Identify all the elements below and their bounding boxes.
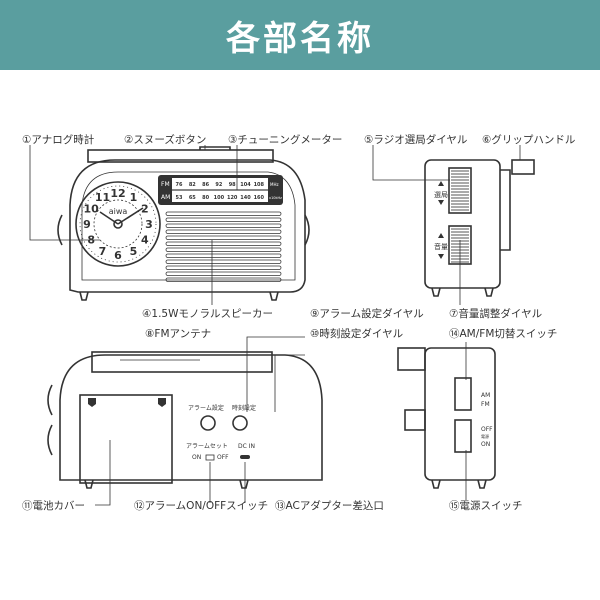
speaker-grille-slot: [165, 229, 282, 234]
label-alarm-switch: ⑫アラームON/OFFスイッチ: [134, 500, 269, 512]
label-tuning-meter: ③チューニングメーター: [228, 134, 343, 146]
analog-clock: [75, 181, 161, 267]
label-power-switch: ⑮電源スイッチ: [449, 500, 523, 512]
clock-brand: aiwa: [109, 207, 128, 216]
on-marking: ON: [481, 441, 490, 448]
back-view: アラーム設定 時刻設定 アラームセット ON OFF DC IN: [47, 351, 323, 489]
side-view-top: 選局 音量: [424, 159, 535, 297]
label-ac-adapter-port: ⑬ACアダプター差込口: [275, 500, 384, 512]
fm-scale-tick: 86: [202, 182, 209, 188]
label-grip-handle: ⑥グリップハンドル: [482, 134, 576, 146]
page-title: 各部名称: [226, 18, 374, 59]
alarm-switch-marking: アラームセット: [186, 443, 228, 450]
speaker-grille-slot: [165, 211, 282, 216]
clock-number: 4: [141, 234, 149, 247]
tuning-dial[interactable]: [448, 167, 472, 214]
am-scale-tick: 53: [176, 195, 183, 201]
clock-number: 12: [110, 187, 125, 200]
tune-marking: 選局: [434, 190, 448, 199]
time-set-marking: 時刻設定: [232, 404, 256, 412]
clock-number: 11: [95, 191, 110, 204]
speaker-grille-slot: [165, 265, 282, 270]
alarm-switch[interactable]: [205, 454, 215, 461]
clock-number: 3: [145, 218, 153, 231]
dc-in-port: [240, 455, 250, 459]
fm-scale-tick: 98: [229, 182, 236, 188]
header-banner: 各部名称: [0, 0, 600, 70]
clock-number: 9: [83, 218, 91, 231]
speaker-grille-slot: [165, 271, 282, 276]
volume-marking: 音量: [434, 242, 448, 251]
alarm-set-dial[interactable]: [200, 415, 216, 431]
fm-scale-tick: 76: [176, 182, 183, 188]
am-fm-switch[interactable]: [454, 377, 472, 411]
am-scale-tick: 160: [254, 195, 265, 201]
fm-scale-tick: 104: [240, 182, 251, 188]
label-am-fm-switch: ⑭AM/FM切替スイッチ: [449, 328, 558, 340]
meter-am-label: AM: [161, 194, 170, 201]
speaker-grille-slot: [165, 247, 282, 252]
am-scale-tick: 120: [227, 195, 238, 201]
fm-marking: FM: [481, 401, 490, 408]
label-fm-antenna: ⑧FMアンテナ: [145, 328, 212, 340]
label-alarm-dial: ⑨アラーム設定ダイヤル: [310, 308, 424, 320]
speaker-grille-slot: [165, 259, 282, 264]
label-battery-cover: ⑪電池カバー: [22, 500, 85, 512]
label-analog-clock: ①アナログ時計: [22, 134, 95, 146]
clock-number: 6: [114, 249, 122, 262]
clock-number: 7: [99, 245, 107, 258]
meter-fm-unit: MHz: [270, 182, 279, 187]
fm-scale-tick: 108: [254, 182, 265, 188]
speaker-grille-slot: [165, 235, 282, 240]
speaker-grille-slot: [165, 223, 282, 228]
dc-in-marking: DC IN: [238, 443, 255, 450]
alarm-on-marking: ON: [192, 454, 201, 461]
grip-handle[interactable]: [511, 159, 535, 175]
alarm-off-marking: OFF: [217, 454, 229, 461]
am-scale-tick: 80: [202, 195, 209, 201]
power-marking: 電源: [481, 433, 489, 439]
clock-number: 2: [141, 203, 149, 216]
am-scale-tick: 65: [189, 195, 196, 201]
time-set-dial[interactable]: [232, 415, 248, 431]
side-view-bottom: AM FM OFF 電源 ON: [397, 347, 496, 489]
fm-scale-tick: 92: [215, 182, 222, 188]
am-scale-tick: 140: [240, 195, 251, 201]
speaker-grille-slot: [165, 277, 282, 282]
clock-number: 1: [130, 191, 138, 204]
label-time-dial: ⑩時刻設定ダイヤル: [310, 328, 404, 340]
off-marking: OFF: [481, 426, 493, 433]
speaker-grille-slot: [165, 217, 282, 222]
label-speaker: ④1.5Wモノラルスピーカー: [142, 308, 273, 320]
label-snooze-button: ②スヌーズボタン: [124, 134, 207, 146]
leader-lines: [29, 145, 521, 506]
am-marking: AM: [481, 392, 490, 399]
am-scale-tick: 100: [214, 195, 225, 201]
meter-fm-label: FM: [161, 181, 170, 188]
speaker-grille-slot: [165, 241, 282, 246]
power-switch[interactable]: [454, 419, 472, 453]
label-volume-dial: ⑦音量調整ダイヤル: [449, 308, 543, 320]
battery-cover[interactable]: [79, 394, 173, 484]
meter-am-unit: x10kHz: [269, 196, 282, 200]
alarm-set-marking: アラーム設定: [188, 404, 224, 412]
speaker-grille-slot: [165, 253, 282, 258]
fm-scale-tick: 82: [189, 182, 196, 188]
snooze-button[interactable]: [199, 146, 231, 150]
label-tuning-dial: ⑤ラジオ選局ダイヤル: [364, 134, 468, 146]
clock-number: 10: [83, 203, 99, 216]
clock-number: 5: [130, 245, 138, 258]
